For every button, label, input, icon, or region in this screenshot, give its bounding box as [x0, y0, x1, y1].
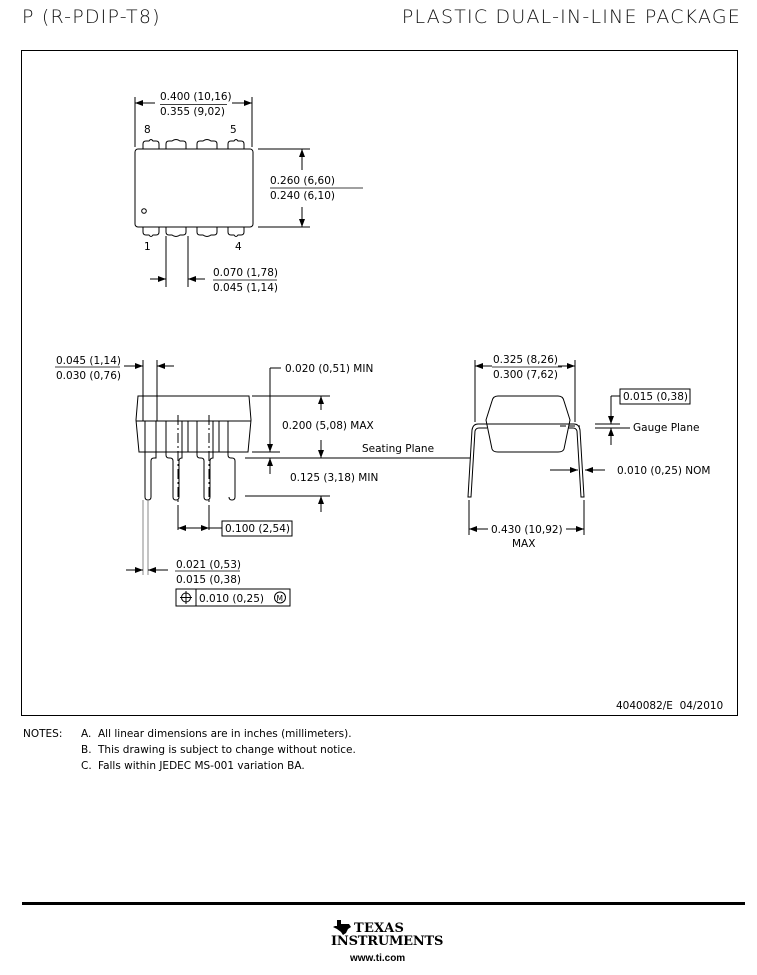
- pin-bottom: [227, 227, 245, 237]
- mmc-circle: [274, 591, 286, 604]
- body-width-max: 0.260 (6,60): [270, 175, 335, 187]
- pin-label-8: 8: [144, 124, 151, 136]
- position-tolerance-frame: [175, 588, 291, 607]
- note-item: B.This drawing is subject to change with…: [81, 744, 356, 756]
- overall-width-qualifier: MAX: [512, 538, 535, 550]
- seated-height-label: 0.200 (5,08) MAX: [282, 420, 374, 432]
- lead-width-max: 0.021 (0,53): [176, 559, 241, 571]
- gauge-plane-label: Gauge Plane: [633, 422, 700, 434]
- body-length-max: 0.400 (10,16): [160, 91, 232, 103]
- texas-state-icon: [333, 920, 351, 935]
- body-length-min: 0.355 (9,02): [160, 106, 225, 118]
- pin-label-1: 1: [144, 241, 151, 253]
- row-spacing-max: 0.325 (8,26): [493, 354, 558, 366]
- standoff-label: 0.020 (0,51) MIN: [285, 363, 373, 375]
- package-code: P (R-PDIP-T8): [22, 6, 161, 28]
- shoulder-width-max: 0.070 (1,78): [213, 267, 278, 279]
- note-item: A.All linear dimensions are in inches (m…: [81, 728, 352, 740]
- package-name: PLASTIC DUAL-IN-LINE PACKAGE: [401, 6, 741, 28]
- pin-top: [142, 139, 160, 149]
- pin-label-5: 5: [230, 124, 237, 136]
- logo-line-2: INSTRUMENTS: [331, 934, 444, 949]
- pin-bottom: [165, 227, 187, 237]
- mmc-symbol: M: [277, 594, 283, 603]
- pin-bottom: [142, 227, 160, 237]
- logo-line-1: TEXAS: [354, 921, 405, 936]
- lead: [196, 421, 214, 501]
- gauge-offset-label: 0.015 (0,38): [623, 391, 688, 403]
- lead: [165, 421, 183, 501]
- package-body-end: [485, 395, 571, 453]
- pin-top: [196, 139, 218, 149]
- pin1-indicator: [141, 208, 147, 214]
- side-view: [55, 360, 470, 607]
- lead-length-label: 0.125 (3,18) MIN: [290, 472, 378, 484]
- drawing-frame: [21, 50, 738, 716]
- package-body-side: [135, 395, 252, 453]
- seating-plane-label: Seating Plane: [362, 443, 434, 455]
- lead-thickness-label: 0.010 (0,25) NOM: [617, 465, 711, 477]
- drawing-id: 4040082/E 04/2010: [616, 700, 723, 712]
- pin-bottom: [196, 227, 218, 237]
- overall-width-label: 0.430 (10,92): [491, 524, 563, 536]
- pitch-label: 0.100 (2,54): [225, 523, 290, 535]
- lead: [227, 421, 236, 501]
- notes-label: NOTES:: [23, 728, 63, 740]
- website-url[interactable]: www.ti.com: [350, 953, 406, 964]
- pin-top: [165, 139, 187, 149]
- package-body-top: [134, 148, 254, 228]
- lead-right: [568, 423, 585, 498]
- lead: [144, 421, 157, 501]
- pin-top: [227, 139, 245, 149]
- end-view: [467, 360, 691, 535]
- end-lead-width-max: 0.045 (1,14): [56, 355, 121, 367]
- end-lead-width-min: 0.030 (0,76): [56, 370, 121, 382]
- lead-left: [467, 423, 487, 498]
- shoulder-width-min: 0.045 (1,14): [213, 282, 278, 294]
- ti-logo: TEXAS INSTRUMENTS www.ti.com: [328, 918, 443, 970]
- pin-label-4: 4: [235, 241, 242, 253]
- position-tolerance-label: 0.010 (0,25): [199, 593, 264, 605]
- note-item: C.Falls within JEDEC MS-001 variation BA…: [81, 760, 305, 772]
- footer-rule: [22, 902, 745, 905]
- lead-width-min: 0.015 (0,38): [176, 574, 241, 586]
- pitch-box: [221, 520, 293, 537]
- row-spacing-min: 0.300 (7,62): [493, 369, 558, 381]
- body-width-min: 0.240 (6,10): [270, 190, 335, 202]
- top-view: [134, 97, 363, 287]
